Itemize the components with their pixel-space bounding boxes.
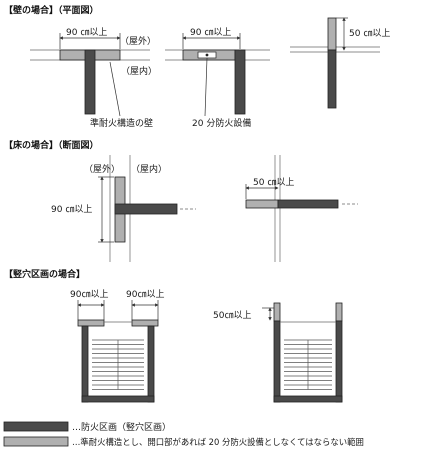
shaft-wall-right — [147, 325, 155, 403]
wall-diagram-1: 90 ㎝以上 （屋外） （屋内） 準耐火構造の壁 — [30, 27, 157, 129]
floor-section-title: 【床の場合】（断面図） — [4, 139, 99, 151]
equipment-note: 20 分防火設備 — [192, 117, 251, 129]
shaft-diagram-1: 90㎝以上 90㎝以上 — [70, 289, 164, 403]
fire-compartment-floor — [114, 203, 178, 215]
floor-diagram-2: 50 ㎝以上 — [245, 155, 358, 262]
shaft-wall-left — [273, 320, 281, 403]
legend-swatch-quasi-fireproof — [3, 436, 69, 447]
wall-dim-90-b: 90 ㎝以上 — [190, 27, 231, 38]
shaft-floor — [81, 395, 155, 403]
shaft-floor — [273, 395, 343, 403]
quasi-fireproof-wall — [327, 17, 337, 51]
shaft-wall-right — [335, 320, 343, 403]
wall-dim-50: 50 ㎝以上 — [349, 28, 390, 39]
wall-section-title: 【壁の場合】（平面図） — [4, 4, 99, 16]
floor-dim-90: 90 ㎝以上 — [51, 204, 92, 215]
wall-inside-label: （屋内） — [121, 65, 157, 77]
fire-compartment-wall — [327, 49, 337, 109]
wall-diagram-3: 50 ㎝以上 — [290, 17, 390, 109]
wall-dim-90: 90 ㎝以上 — [66, 27, 107, 38]
shaft-wall-left — [81, 325, 89, 403]
wall-outside-label: （屋外） — [120, 35, 156, 47]
floor-outside-label: （屋外） — [84, 163, 120, 175]
quasi-fireproof-wall — [245, 199, 279, 209]
shaft-section-title: 【竪穴区画の場合】 — [4, 268, 85, 280]
shaft-dim-90-left: 90㎝以上 — [70, 289, 108, 300]
quasi-fireproof-floor-left — [77, 319, 105, 327]
wall-diagram-2: 90 ㎝以上 20 分防火設備 — [165, 27, 270, 129]
shaft-diagram-2: 50㎝以上 — [213, 302, 343, 403]
shaft-dim-50: 50㎝以上 — [213, 310, 251, 321]
legend-label-quasi-fireproof: …準耐火構造とし、開口部があれば 20 分防火設備としなくてはならない範囲 — [72, 437, 364, 447]
quasi-fireproof-wall-right — [335, 302, 343, 322]
legend: …防火区画（竪穴区画） …準耐火構造とし、開口部があれば 20 分防火設備としな… — [3, 421, 364, 447]
quasi-fireproof-floor-right — [131, 319, 159, 327]
stair-treads — [92, 339, 144, 390]
stair-treads — [284, 339, 332, 390]
legend-swatch-fire-compartment — [3, 421, 69, 432]
quasi-fireproof-wall-left — [273, 302, 281, 322]
legend-label-fire-compartment: …防火区画（竪穴区画） — [72, 421, 171, 433]
fire-compartment-wall — [234, 49, 246, 115]
shaft-dim-90-right: 90㎝以上 — [126, 289, 164, 300]
fire-compartment-wall — [84, 49, 96, 115]
floor-diagram-1: 90 ㎝以上 （屋外） （屋内） — [51, 155, 196, 262]
fire-compartment-floor — [277, 199, 339, 209]
floor-inside-label: （屋内） — [131, 163, 167, 175]
floor-dim-50: 50 ㎝以上 — [253, 177, 294, 188]
wall-note: 準耐火構造の壁 — [90, 117, 153, 129]
